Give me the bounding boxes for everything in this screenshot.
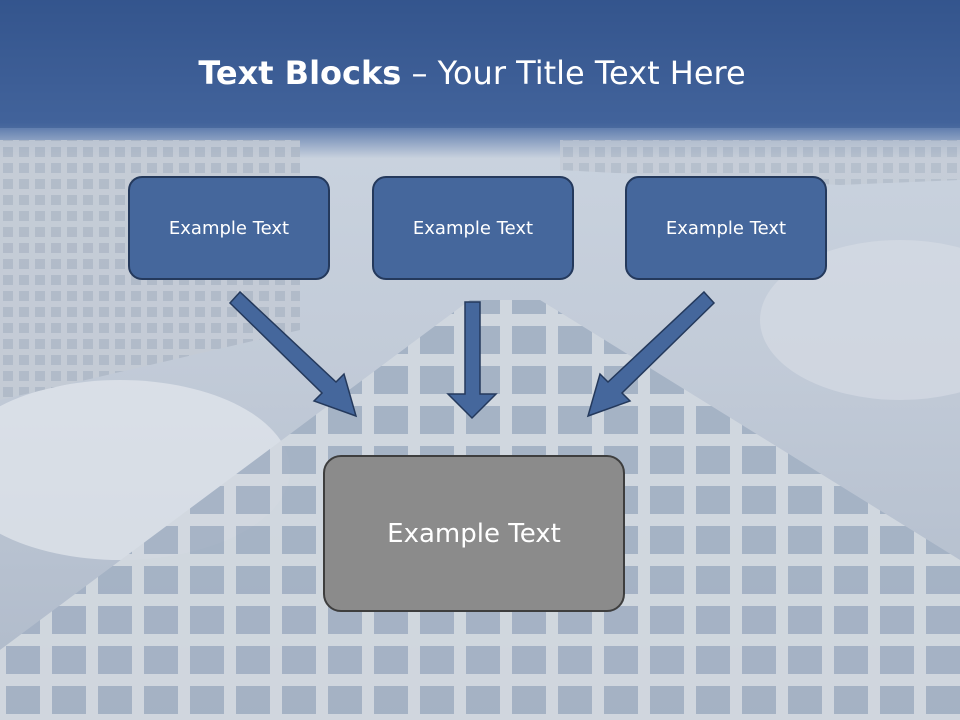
- arrow-left-diagonal: [228, 290, 358, 418]
- text-block-1[interactable]: Example Text: [128, 176, 330, 280]
- center-text-block[interactable]: Example Text: [323, 455, 625, 612]
- title-rest-text: – Your Title Text Here: [401, 54, 746, 92]
- title-bold-text: Text Blocks: [198, 54, 402, 92]
- arrow-right-diagonal: [586, 290, 716, 418]
- text-block-2-label: Example Text: [412, 217, 534, 239]
- arrow-center-down: [446, 301, 498, 420]
- text-block-3[interactable]: Example Text: [625, 176, 827, 280]
- slide-title: Text Blocks – Your Title Text Here: [0, 54, 944, 92]
- text-block-2[interactable]: Example Text: [372, 176, 574, 280]
- text-block-1-label: Example Text: [168, 217, 290, 239]
- text-block-3-label: Example Text: [665, 217, 787, 239]
- center-text-block-label: Example Text: [387, 518, 561, 549]
